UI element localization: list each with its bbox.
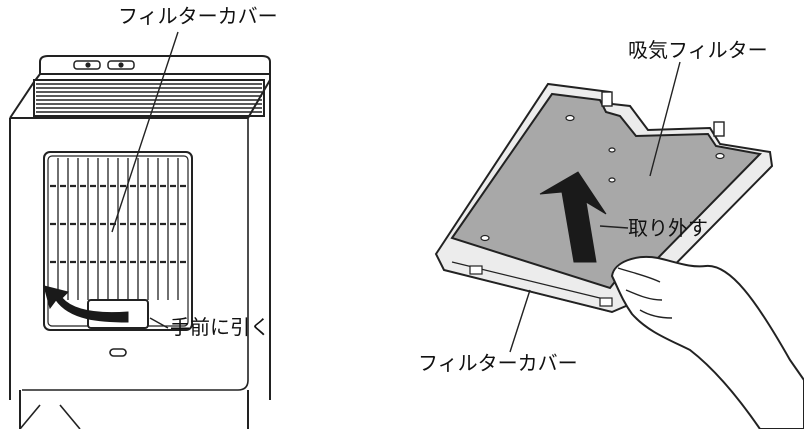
up-arrow-icon [539,171,607,263]
intake-filter-label: 吸気フィルター [628,38,768,62]
leader-lines-right [509,61,681,353]
filter-cover-label-bottom: フィルターカバー [418,351,578,375]
filter-cover-label-top: フィルターカバー [118,4,278,28]
hand-illustration [610,256,804,430]
humidifier-unit [9,55,271,430]
curved-arrow-icon [43,285,129,323]
remove-label: 取り外す [628,216,708,240]
pull-forward-label: 手前に引く [170,315,270,339]
leader-lines-left [111,31,179,329]
